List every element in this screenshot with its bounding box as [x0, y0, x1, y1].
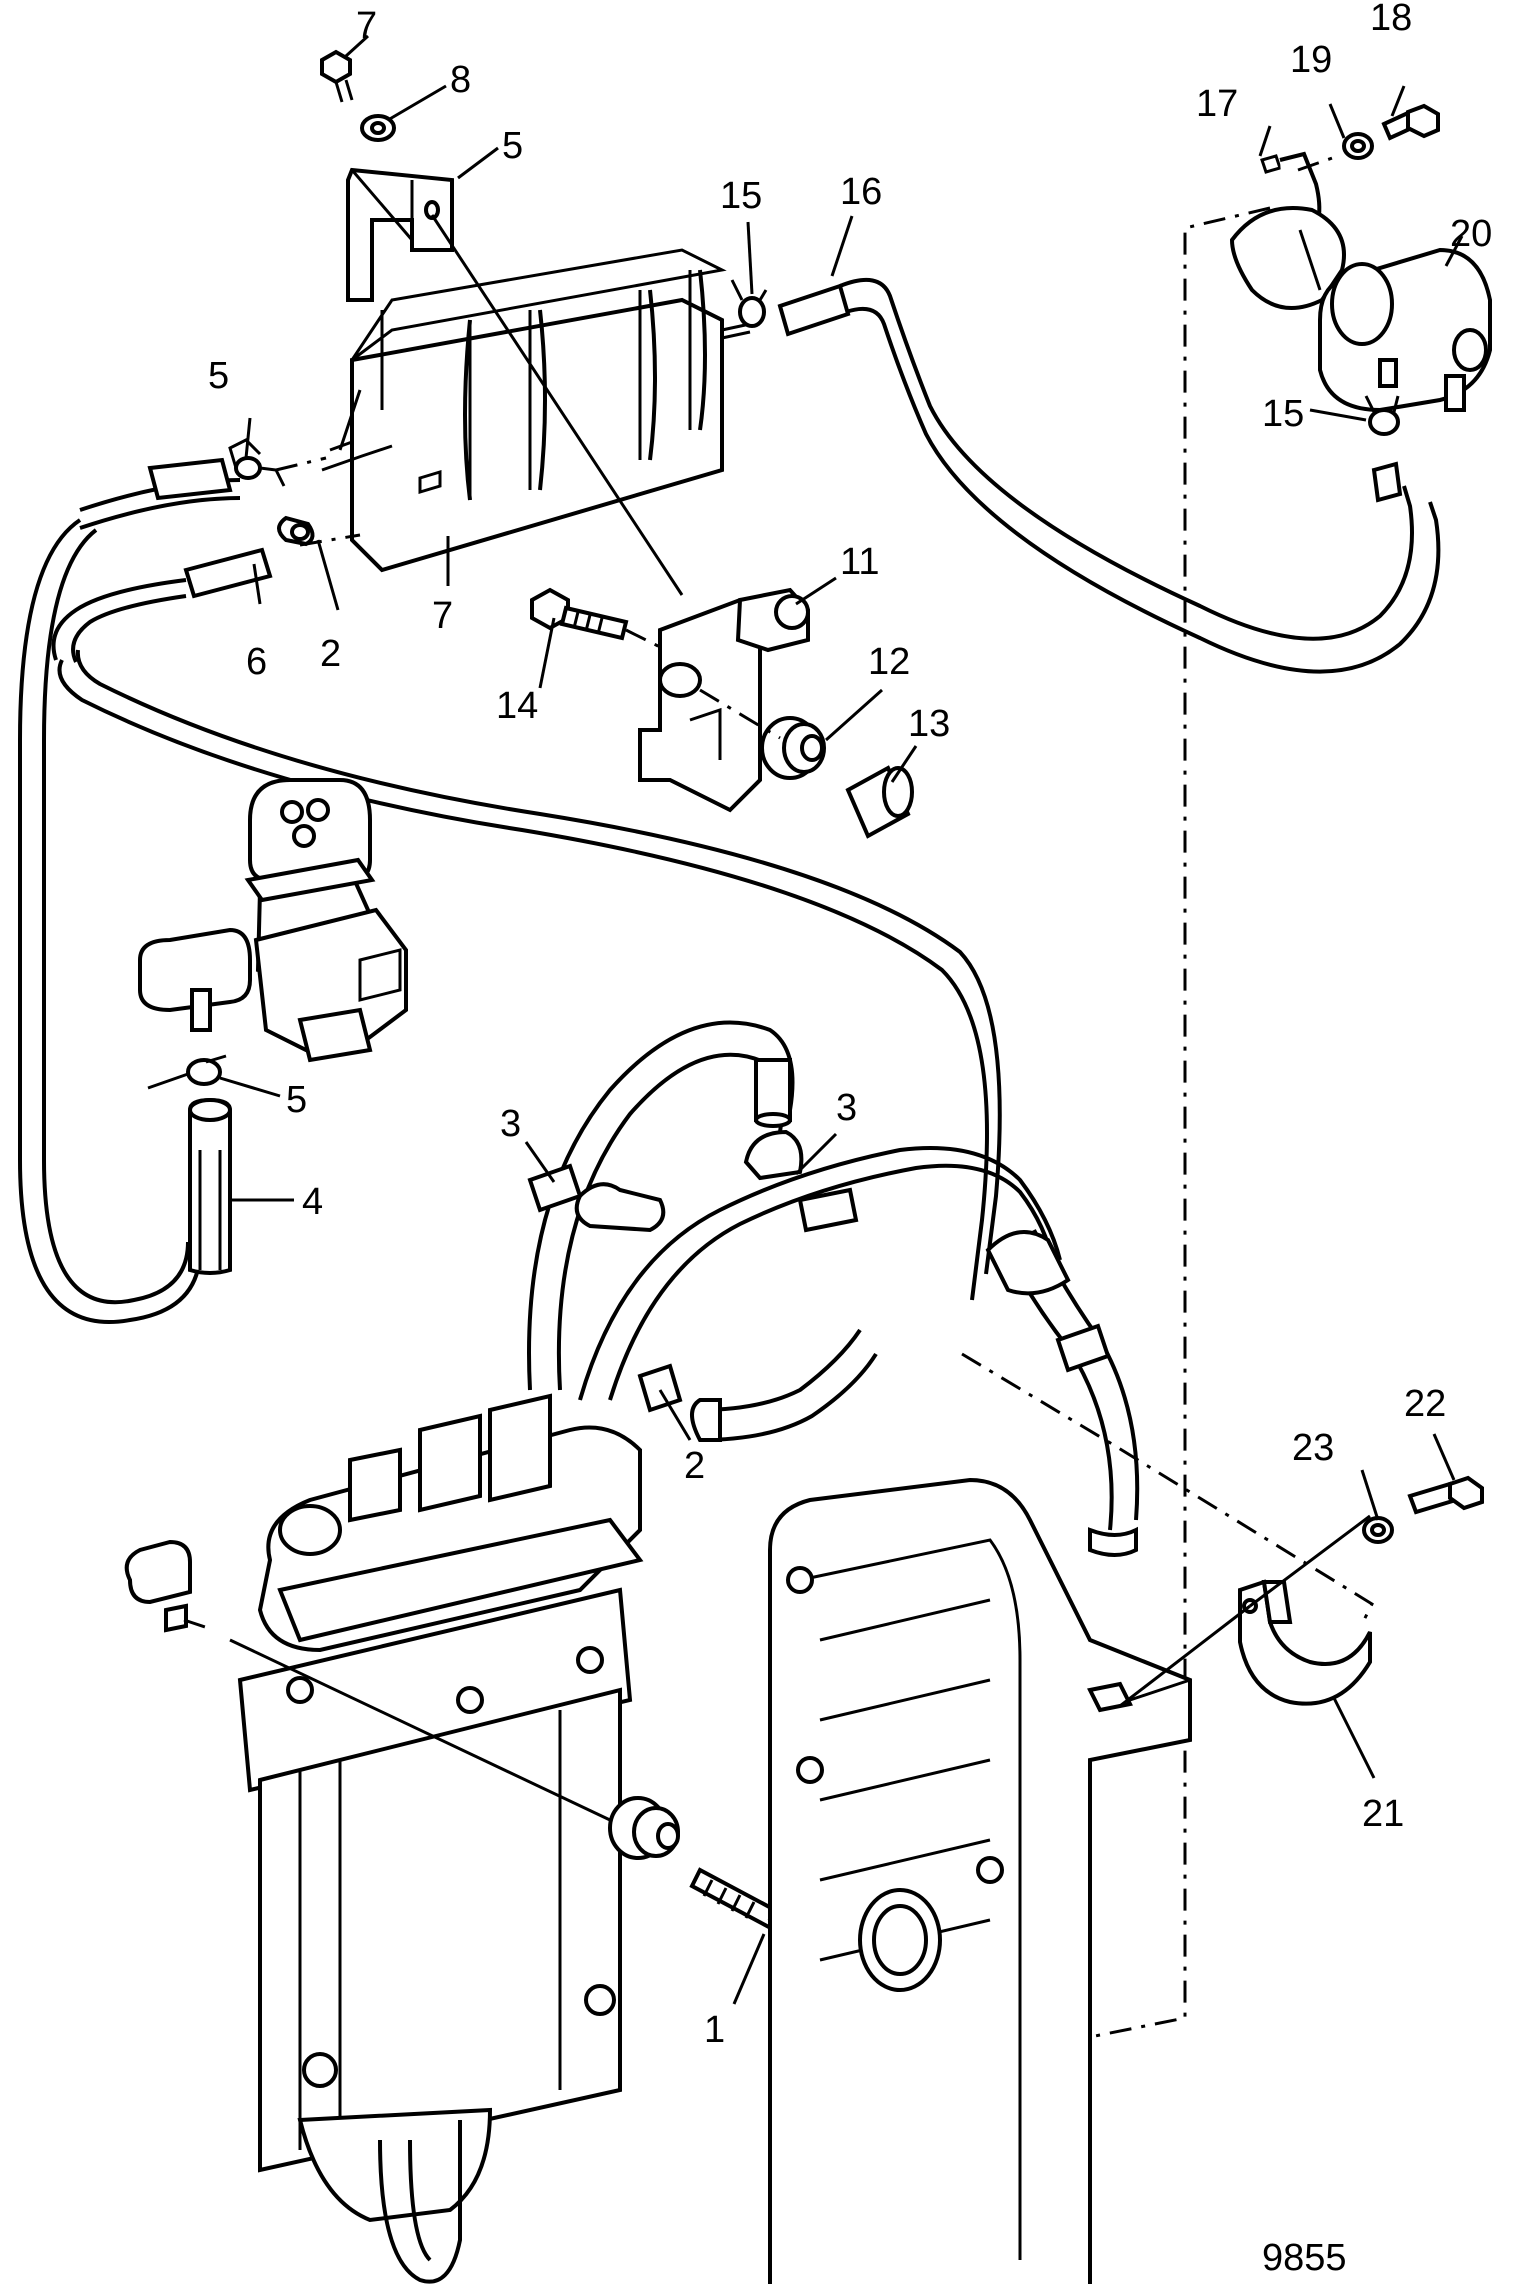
sleeve-13: [845, 765, 914, 839]
diagram-id: 9855: [1262, 2237, 1347, 2279]
valve-assembly: [138, 778, 408, 1063]
clamp-15-top: [730, 279, 768, 328]
callout-23: 23: [1292, 1427, 1334, 1469]
bracket-8: [346, 167, 454, 302]
callout-5b: 5: [286, 1079, 307, 1121]
callout-10: 8: [450, 59, 471, 101]
callout-15b: 15: [1262, 393, 1304, 435]
callout-16: 16: [840, 171, 882, 213]
hose-clamp-17: [1229, 206, 1346, 310]
callout-11: 11: [840, 541, 879, 583]
fuel-module: [237, 1393, 644, 2284]
parts-drawing: [18, 49, 1492, 2284]
callout-12: 12: [868, 641, 910, 683]
callout-9: 7: [356, 5, 377, 47]
callout-22: 22: [1404, 1383, 1446, 1425]
leader-lines: [219, 34, 1464, 2005]
callout-6: 6: [246, 641, 267, 683]
callout-19: 19: [1290, 39, 1332, 81]
clamp-5-lower: [147, 1054, 227, 1090]
clamp-2-top: [277, 515, 315, 547]
hose-16: [777, 278, 1441, 674]
hoses-3: [527, 1020, 1140, 1557]
washer-10: [360, 114, 396, 142]
bracket-11: [638, 587, 810, 813]
callout-14: 14: [496, 685, 538, 727]
canister-7: [338, 248, 751, 573]
washer-23: [1362, 1516, 1394, 1544]
callout-15a: 15: [720, 175, 762, 217]
callout-3a: 3: [500, 1103, 521, 1145]
callout-7: 7: [432, 595, 453, 637]
hose-4: [188, 1097, 232, 1275]
callout-3b: 3: [836, 1087, 857, 1129]
callout-5a: 5: [208, 355, 229, 397]
callout-labels: 7 8 5 5 6 2 7 15 16 17 18 19 20 15 11 12…: [208, 0, 1492, 2279]
callout-2b: 2: [684, 1445, 705, 1487]
clamp-15-right: [1364, 395, 1400, 436]
washer-19: [1342, 132, 1374, 160]
callout-1: 1: [704, 2009, 725, 2051]
grommet-12: [760, 716, 826, 780]
bolt-14: [530, 587, 629, 641]
filter-20: [1318, 247, 1492, 413]
vent-hose-left: [18, 518, 1002, 1324]
callout-18: 18: [1370, 0, 1412, 39]
hose-6: [51, 457, 273, 663]
screw-9: [320, 49, 354, 103]
callout-13: 13: [908, 703, 950, 745]
callout-2a: 2: [320, 633, 341, 675]
grommet-lower: [608, 1796, 680, 1860]
callout-21: 21: [1362, 1793, 1404, 1835]
callout-8: 5: [502, 125, 523, 167]
cap-left: [124, 1539, 192, 1633]
screw-22: [1407, 1475, 1484, 1515]
callout-17: 17: [1196, 83, 1238, 125]
screw-18: [1381, 103, 1440, 141]
callout-20: 20: [1450, 213, 1492, 255]
callout-4: 4: [302, 1181, 323, 1223]
manifold-casting: [768, 1477, 1192, 2284]
